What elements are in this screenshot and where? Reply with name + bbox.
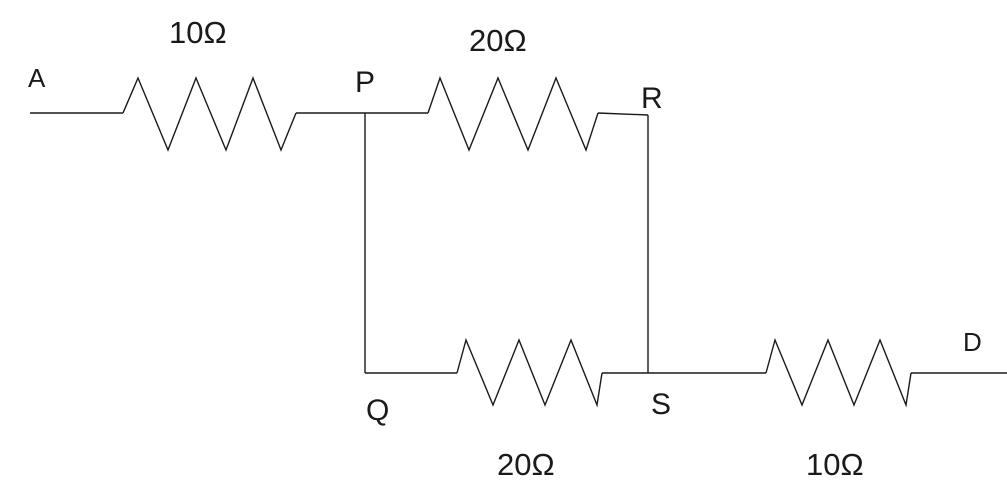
resistor-ap-value: 10Ω	[169, 15, 227, 50]
resistor-qs	[456, 337, 603, 408]
node-label-p: P	[355, 66, 375, 99]
wire-resistor-pr-to-r	[597, 112, 649, 116]
node-label-s: S	[651, 388, 671, 421]
resistor-sd-value: 10Ω	[806, 447, 864, 482]
node-label-r: R	[641, 82, 663, 115]
node-label-d: D	[963, 327, 982, 357]
resistor-qs-value: 20Ω	[497, 447, 555, 482]
node-label-a: A	[28, 63, 46, 93]
resistor-pr	[427, 75, 599, 153]
resistor-ap	[122, 76, 297, 152]
resistor-pr-value: 20Ω	[469, 23, 527, 58]
node-label-q: Q	[366, 394, 389, 427]
resistor-sd	[765, 337, 912, 408]
